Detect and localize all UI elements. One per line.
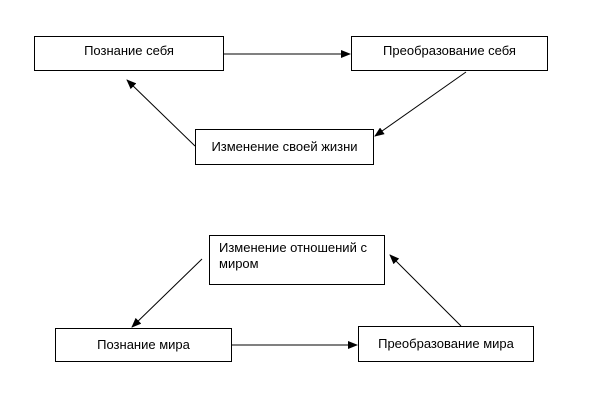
arrow-n6-to-n4 xyxy=(389,254,462,327)
node-label: Изменение своей жизни xyxy=(211,139,358,154)
arrow-n2-to-n3 xyxy=(374,71,467,137)
node-label: Познание мира xyxy=(97,337,190,352)
node-life-change: Изменение своей жизни xyxy=(195,129,374,165)
node-world-transformation: Преобразование мира xyxy=(358,326,534,362)
arrow-n3-to-n1 xyxy=(126,79,196,147)
node-label: Изменение отношений с миром xyxy=(219,240,367,271)
node-label: Преобразование себя xyxy=(383,43,516,58)
node-self-transformation: Преобразование себя xyxy=(351,36,548,71)
node-world-relations-change: Изменение отношений с миром xyxy=(209,235,385,285)
node-self-knowledge: Познание себя xyxy=(34,36,224,71)
node-label: Преобразование мира xyxy=(378,336,514,351)
node-world-knowledge: Познание мира xyxy=(55,328,232,362)
arrow-n4-to-n5 xyxy=(131,258,203,328)
node-label: Познание себя xyxy=(84,43,174,58)
